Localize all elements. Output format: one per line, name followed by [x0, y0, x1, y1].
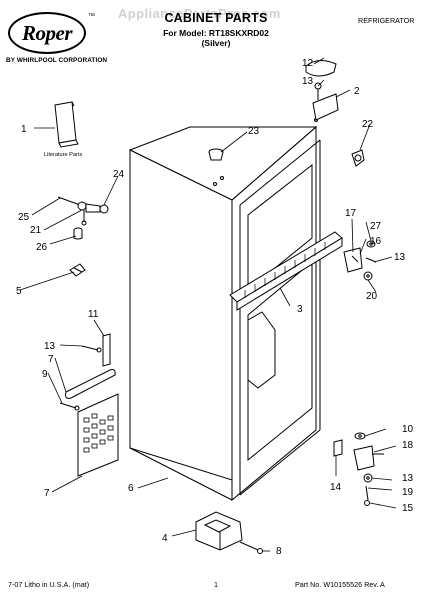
bracket-part-19 [333, 439, 343, 457]
top-hinge-cover [305, 60, 337, 77]
screw-part-9 [59, 402, 80, 411]
brand-logo: Roper [8, 12, 86, 54]
callout-4: 3 [297, 304, 303, 315]
page-title: CABINET PARTS [164, 11, 268, 25]
callout-12: 12 [302, 58, 314, 69]
callout-22: 24 [113, 169, 125, 180]
clip-part-5 [69, 263, 86, 277]
callout-10: 10 [402, 424, 414, 435]
footer-part-number: Part No. W10155526 Rev. A [295, 580, 385, 589]
leveling-base [195, 511, 243, 551]
callout-14: 16 [370, 236, 382, 247]
callout-20: 21 [30, 225, 42, 236]
trim-strip [65, 369, 116, 399]
callout-27: 27 [370, 221, 382, 232]
callout-7a: 7 [48, 354, 54, 365]
callout-18: 15 [402, 503, 414, 514]
callout-16: 18 [402, 440, 414, 451]
callout-23: 25 [18, 212, 30, 223]
cabinet-shell [128, 113, 325, 502]
callout-17: 19 [402, 487, 414, 498]
bottom-hinge [353, 432, 384, 506]
appliance-category: REFRIGERATOR [358, 16, 415, 25]
literature-parts-label: Literature Parts [44, 152, 83, 158]
callout-5: 5 [16, 286, 22, 297]
callout-2: 2 [354, 86, 360, 97]
callout-13c: 13 [44, 341, 56, 352]
color-line: (Silver) [201, 38, 231, 48]
corporation-label: BY WHIRLPOOL CORPORATION [6, 57, 108, 64]
callout-15: 17 [345, 208, 357, 219]
callout-24: 22 [362, 119, 374, 130]
callout-11: 11 [88, 309, 99, 320]
leveling-screw [239, 541, 263, 554]
rear-grille [77, 393, 119, 477]
callout-13d: 13 [402, 473, 414, 484]
trademark-mark: ™ [88, 13, 95, 20]
brand-name: Roper [22, 20, 73, 45]
callout-13: 13 [302, 76, 314, 87]
footer-print-info: 7-07 Litho in U.S.A. (mat) [8, 580, 90, 589]
callout-1: 1 [21, 124, 27, 135]
callout-13b: 13 [394, 252, 406, 263]
center-rail [229, 231, 343, 311]
callout-21: 23 [248, 126, 260, 137]
valve-assembly [57, 196, 109, 226]
leader-lines [19, 57, 397, 552]
callout-25: 20 [366, 291, 378, 302]
model-line: For Model: RT18SKXRD02 [163, 28, 269, 38]
callout-26: 26 [36, 242, 48, 253]
callout-9: 9 [42, 369, 48, 380]
top-hinge [312, 82, 339, 121]
watermark-text: AppliancePartsPros.com [118, 6, 281, 21]
callout-numbers: 1 12 13 2 22 23 24 25 21 26 5 17 27 16 1… [16, 58, 414, 557]
cap-part-26 [73, 227, 83, 240]
callout-8: 8 [276, 546, 282, 557]
callout-7b: 7 [44, 488, 50, 499]
literature-booklet [54, 101, 79, 148]
callout-3: 4 [162, 533, 168, 544]
callout-6: 6 [128, 483, 134, 494]
callout-19: 14 [330, 482, 342, 493]
footer-page-number: 1 [214, 580, 218, 589]
top-plug [208, 148, 224, 161]
door-bumper [351, 149, 365, 167]
bracket-screw-group [81, 333, 111, 367]
